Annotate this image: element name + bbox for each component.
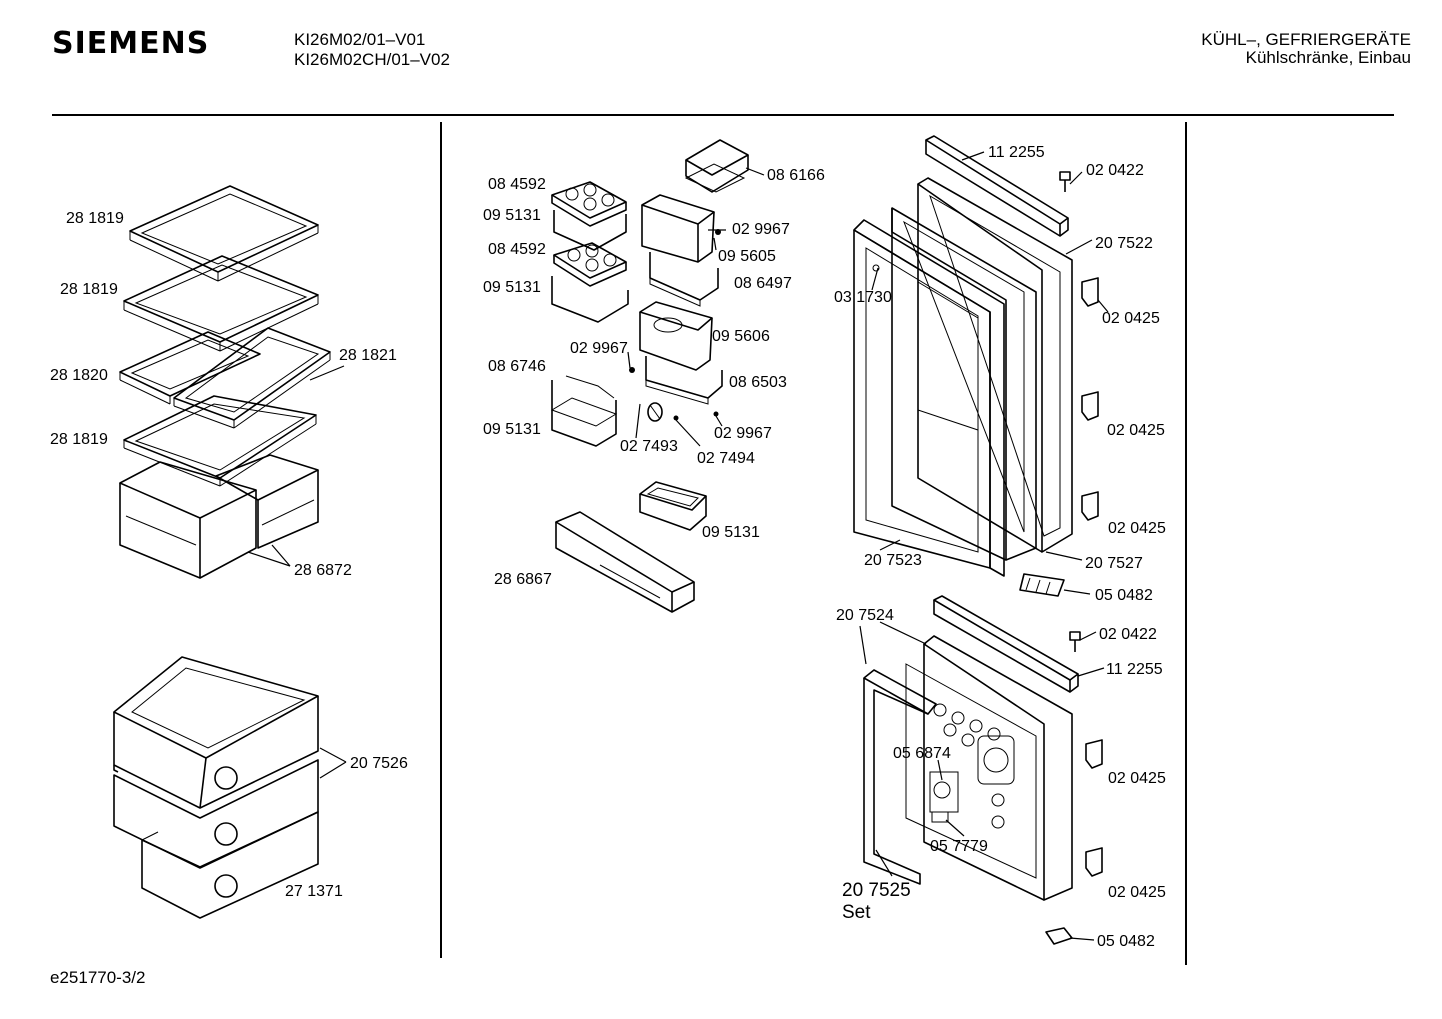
dairy-shelf <box>645 356 723 405</box>
glass-shelf-2 <box>123 255 319 352</box>
glass-shelf-1 <box>129 185 319 282</box>
freezer-drawer-stack <box>113 656 319 919</box>
door-frame-back <box>917 177 1073 553</box>
part-label: 02 9967 <box>714 425 772 442</box>
upper-hinge-rail <box>925 135 1069 237</box>
part-label: 09 5605 <box>718 248 776 265</box>
freezer-door-panel <box>905 635 1073 901</box>
screws <box>629 229 721 421</box>
category-subtitle: Kühlschränke, Einbau <box>1245 48 1411 67</box>
part-label: 05 0482 <box>1097 933 1155 950</box>
part-label: 08 6503 <box>729 374 787 391</box>
part-label: 09 5131 <box>483 207 541 224</box>
part-label: 02 0422 <box>1099 626 1157 643</box>
part-label: 11 2255 <box>988 144 1045 161</box>
part-label: 11 2255 <box>1106 661 1163 678</box>
part-label: 03 1730 <box>834 289 892 306</box>
butter-box-bracket <box>649 252 719 307</box>
glass-shelf-split-right <box>173 327 331 429</box>
part-label: 09 5131 <box>702 524 760 541</box>
part-label: 09 5131 <box>483 421 541 438</box>
part-label: 02 7493 <box>620 438 678 455</box>
freezer-door-gasket <box>863 669 937 885</box>
part-label: 05 6874 <box>893 745 951 762</box>
door-handle-strip-1 <box>1019 573 1065 597</box>
part-label: Set <box>842 902 871 923</box>
part-label: 27 1371 <box>285 883 343 900</box>
part-label: 09 5131 <box>483 279 541 296</box>
hinge-spring <box>647 402 663 422</box>
glass-shelf-3 <box>123 395 317 487</box>
crisper-drawer-pair <box>119 454 319 579</box>
category-title: KÜHL–, GEFRIERGERÄTE <box>1201 30 1411 49</box>
page-header: SIEMENS KI26M02/01–V01 KI26M02CH/01–V02 … <box>0 0 1442 120</box>
model-number-2: KI26M02CH/01–V02 <box>294 50 450 69</box>
part-label: 05 7779 <box>930 838 988 855</box>
egg-tray-2 <box>553 242 627 287</box>
small-door-rack <box>550 375 618 447</box>
hinge-screw-2 <box>1069 631 1081 652</box>
dairy-cover <box>639 301 713 371</box>
part-label: 02 0425 <box>1107 422 1165 439</box>
egg-tray-holder-2 <box>551 276 629 323</box>
part-label: 20 7524 <box>836 607 894 624</box>
part-label: 08 6746 <box>488 358 546 375</box>
brand-logo: SIEMENS <box>52 26 210 61</box>
part-label: 02 0425 <box>1108 884 1166 901</box>
butter-box <box>641 194 715 263</box>
drawing-reference: e251770-3/2 <box>50 968 146 987</box>
lower-hinge-rail <box>933 595 1079 693</box>
part-label: 20 7525 <box>842 880 911 901</box>
part-label: 08 4592 <box>488 176 546 193</box>
hinge-brackets <box>1081 277 1099 521</box>
part-label: 02 9967 <box>732 221 790 238</box>
model-number-1: KI26M02/01–V01 <box>294 30 426 49</box>
butter-compartment-lid <box>684 139 749 193</box>
bottle-rack <box>555 511 695 613</box>
part-label: 05 0482 <box>1095 587 1153 604</box>
part-label: 20 7522 <box>1095 235 1153 252</box>
part-label: 28 1819 <box>60 281 118 298</box>
part-label: 28 1821 <box>339 347 397 364</box>
part-label: 02 0425 <box>1108 520 1166 537</box>
door-handle-strip-2 <box>1045 927 1073 945</box>
part-label: 28 6872 <box>294 562 352 579</box>
small-bin <box>639 481 707 531</box>
part-label: 02 7494 <box>697 450 755 467</box>
part-label: 02 0425 <box>1102 310 1160 327</box>
part-label: 09 5606 <box>712 328 770 345</box>
part-label: 08 6166 <box>767 167 825 184</box>
part-label: 02 0425 <box>1108 770 1166 787</box>
hinge-brackets-lower <box>1085 739 1103 877</box>
part-label: 20 7527 <box>1085 555 1143 572</box>
part-label: 28 1819 <box>66 210 124 227</box>
part-label: 08 6497 <box>734 275 792 292</box>
part-label: 20 7526 <box>350 755 408 772</box>
part-label: 08 4592 <box>488 241 546 258</box>
part-label: 28 6867 <box>494 571 552 588</box>
glass-shelf-split-left <box>119 331 261 405</box>
egg-tray-1 <box>551 181 627 227</box>
part-label: 02 0422 <box>1086 162 1144 179</box>
part-label: 02 9967 <box>570 340 628 357</box>
door-gasket <box>853 219 1005 577</box>
part-label: 20 7523 <box>864 552 922 569</box>
part-label: 28 1820 <box>50 367 108 384</box>
header-divider <box>52 114 1394 116</box>
door-liner <box>891 207 1037 561</box>
part-label: 28 1819 <box>50 431 108 448</box>
hinge-screw-1 <box>1059 171 1071 192</box>
